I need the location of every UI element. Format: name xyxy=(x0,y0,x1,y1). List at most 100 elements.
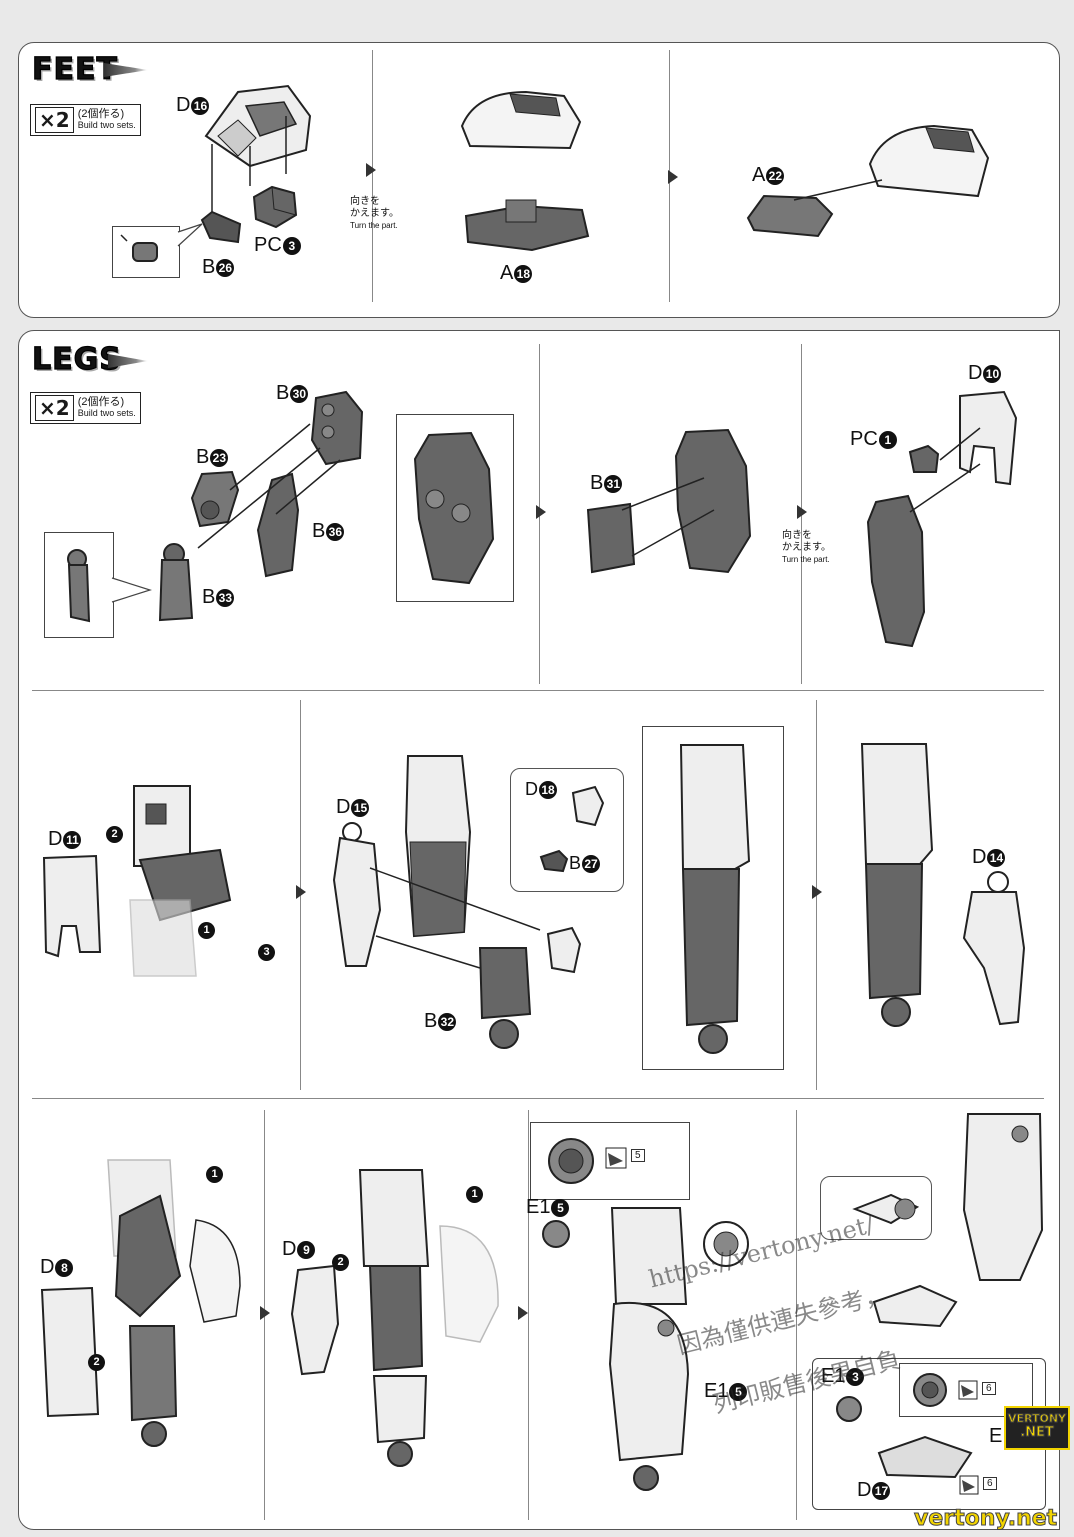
lower-leg-result-illustration xyxy=(679,744,751,1054)
e15-round-detail xyxy=(703,1221,749,1267)
legs-multiplier: ×2 xyxy=(35,395,74,421)
step-number-3-a: 3 xyxy=(258,944,275,961)
step-number-1-c: 1 xyxy=(466,1186,483,1203)
d10-attach-lines xyxy=(909,427,981,513)
step-number-1-b: 1 xyxy=(206,1166,223,1183)
feet-jp-note: (2個作る) xyxy=(77,108,125,120)
badge-top-text: VERTONY xyxy=(1007,1412,1067,1426)
badge-bottom-text: .NET xyxy=(1020,1425,1055,1441)
step-number-2-c: 2 xyxy=(332,1254,349,1271)
legs-row2-arrow-2 xyxy=(812,885,822,899)
e15-detail-inset: 5 xyxy=(530,1122,690,1200)
b30-attach-lines xyxy=(197,423,341,549)
e15-part-illustration xyxy=(542,1220,570,1248)
legs-title: LEGS xyxy=(31,341,122,377)
d17-part-illustration xyxy=(877,1435,973,1479)
d11-part-illustration xyxy=(42,854,102,958)
b26-detail-inset xyxy=(112,226,180,278)
legs-build-two-badge: ×2 (2個作る) Build two sets. xyxy=(30,392,141,424)
leg-frame-result-illustration xyxy=(413,431,495,585)
e13-detail-icon xyxy=(913,1373,947,1407)
b36-part-illustration xyxy=(256,472,300,578)
footer-watermark: vertony.net xyxy=(913,1506,1058,1532)
leg-step4-illustration xyxy=(962,1113,1044,1281)
thigh-frame-illustration xyxy=(866,494,926,648)
b30-part-illustration xyxy=(310,390,364,466)
legs-row-divider-1 xyxy=(32,690,1044,691)
legs-row3-divider-3 xyxy=(796,1110,797,1520)
feet-step-arrow-2 xyxy=(668,170,678,184)
legs-jp-note: (2個作る) xyxy=(77,396,125,408)
legs-en-note: Build two sets. xyxy=(77,408,136,418)
b33-detail-inset xyxy=(44,532,114,638)
knee-rotation-illustration xyxy=(129,785,232,977)
ankle-detail-icon xyxy=(852,1193,920,1225)
foot-assembled-illustration xyxy=(868,124,990,198)
legs-row3-arrow-1 xyxy=(260,1306,270,1320)
b26-part-illustration xyxy=(200,210,242,244)
b32-part-illustration xyxy=(478,947,532,1049)
pc1-part-illustration xyxy=(908,444,940,473)
vertony-badge: VERTONY .NET xyxy=(1004,1406,1070,1450)
sticker-marker-icon-5 xyxy=(605,1147,627,1169)
lower-leg-result-inset xyxy=(642,726,784,1070)
ankle-detail-bubble xyxy=(820,1176,932,1240)
lower-leg-assembled-illustration xyxy=(860,743,934,1027)
legs-row1-arrow-1 xyxy=(536,505,546,519)
d8-part-illustration xyxy=(40,1286,100,1418)
part-label-e-partial: E xyxy=(989,1425,1003,1447)
toe-a22-illustration xyxy=(746,194,834,238)
knee-guard-step1-illustration xyxy=(107,1159,241,1447)
pc3-part-illustration xyxy=(252,185,298,229)
step-number-2-b: 2 xyxy=(88,1354,105,1371)
leg-step2-illustration xyxy=(358,1169,499,1467)
foot-base-a18-illustration xyxy=(464,199,590,252)
legs-row3-arrow-2 xyxy=(518,1306,528,1320)
d9-part-illustration xyxy=(290,1264,340,1376)
sticker-marker-icon-6a xyxy=(958,1380,978,1400)
b26-callout-pointer xyxy=(177,223,203,247)
ankle-guard-illustration xyxy=(872,1284,958,1328)
b31-attach-lines xyxy=(621,477,715,557)
feet-title: FEET xyxy=(31,51,118,87)
step-number-2-a: 2 xyxy=(106,826,123,843)
step-number-1-a: 1 xyxy=(198,922,215,939)
b27-small-part-illustration xyxy=(546,926,582,974)
leg-step3-illustration xyxy=(608,1207,690,1491)
b31-part-illustration xyxy=(586,502,636,574)
d14-part-illustration xyxy=(962,871,1026,1026)
e13-part-illustration xyxy=(836,1396,862,1422)
sticker-number-6b: 6 xyxy=(983,1477,997,1490)
lower-leg-frame-illustration xyxy=(404,755,472,938)
legs-turn-note: 向きをかえます。 Turn the part. xyxy=(782,530,831,564)
feet-en-note: Build two sets. xyxy=(77,120,136,130)
feet-multiplier: ×2 xyxy=(35,107,74,133)
sticker-number-6a: 6 xyxy=(982,1382,996,1395)
legs-row2-arrow-1 xyxy=(296,885,306,899)
b33-callout-pointer xyxy=(111,577,152,603)
feet-build-two-badge: ×2 (2個作る) Build two sets. xyxy=(30,104,141,136)
d15-attach-lines xyxy=(369,867,541,969)
sticker-number-5: 5 xyxy=(631,1149,645,1162)
